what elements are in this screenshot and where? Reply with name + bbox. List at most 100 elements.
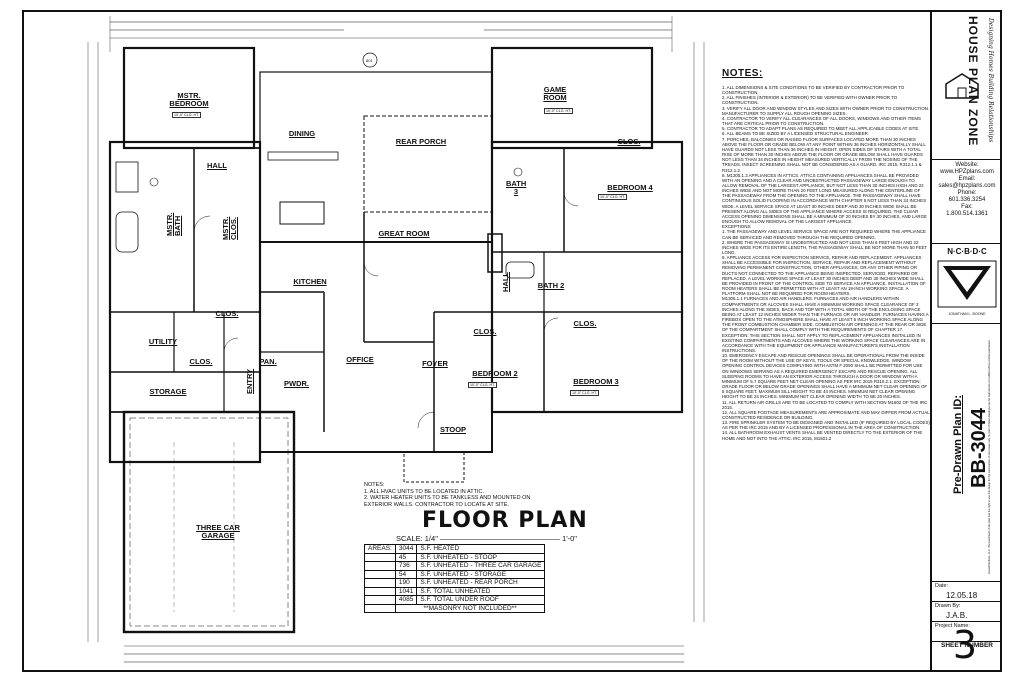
phone-label: Phone:	[957, 190, 977, 196]
sheet-border	[22, 10, 1002, 672]
room-great-room: GREAT ROOM	[378, 229, 430, 238]
area-value: 736	[394, 561, 418, 571]
room-bedroom-3: BEDROOM 3	[573, 377, 619, 386]
area-value: 4085	[394, 595, 418, 605]
floor-plan-linework: 801	[87, 16, 705, 663]
sheet-box: SHEET NUMBER	[932, 642, 1002, 670]
ceiling-tag: 10'-0" CLG. HT.	[544, 108, 573, 114]
date-label: Date:	[935, 583, 949, 589]
project-box: Project Name:	[932, 622, 1002, 642]
room-pwdr: PWDR.	[284, 379, 309, 388]
area-value: 45	[394, 552, 418, 562]
email[interactable]: sales@hpzplans.com	[938, 183, 996, 189]
contact-box: Website: www.HPZplans.com Email: sales@h…	[932, 160, 1002, 244]
ceiling-tag: 10'-0" CLG. HT.	[468, 382, 497, 388]
room-game-room: GAME ROOM	[543, 85, 567, 102]
room-storage: STORAGE	[149, 387, 187, 396]
house-logo-icon	[945, 73, 979, 99]
logo-script: Designing Homes Building Relationships	[987, 18, 994, 143]
phone: 601.336.3254	[948, 197, 986, 203]
room-bedroom-4: BEDROOM 4	[607, 183, 653, 192]
general-notes: NOTES: 1. ALL DIMENSIONS & SITE CONDITIO…	[722, 68, 930, 668]
ncbdc-title: N·C·B·D·C	[947, 247, 987, 256]
sheet-number: 3	[952, 623, 978, 667]
areas-row: **MASONRY NOT INCLUDED**	[364, 603, 546, 613]
fax-label: Fax:	[961, 204, 973, 210]
plan-id-label: Pre-Drawn Plan ID:	[952, 394, 964, 494]
room-mstr-clos: MSTR. CLOS.	[221, 216, 238, 240]
room-clos-5: CLOS.	[573, 319, 597, 328]
copyright-text: HousePlanZone, LLC. The purchaser of thi…	[988, 339, 991, 574]
svg-text:801: 801	[366, 58, 373, 63]
ncbdc-name: JONATHAN L. BOONE	[948, 312, 986, 316]
room-clos-4: CLOS.	[473, 327, 497, 336]
room-mstr-bath: MSTR. BATH	[165, 212, 182, 236]
sheet-label: SHEET NUMBER	[940, 642, 993, 649]
general-notes-title: NOTES:	[722, 68, 763, 79]
ceiling-tag: 10'-0" CLG. HT.	[598, 194, 627, 200]
area-value: 54	[394, 569, 418, 579]
room-rear-porch: REAR PORCH	[395, 137, 447, 146]
room-mstr-bedroom: MSTR. BEDROOM	[169, 91, 209, 108]
email-label: Email:	[958, 176, 976, 182]
room-entry: ENTRY	[245, 368, 254, 394]
area-label: S.F. HEATED	[416, 544, 546, 554]
floor-plan-scale: SCALE: 1/4" ———————————————— 1'-0"	[396, 534, 577, 543]
area-label: S.F. TOTAL UNDER ROOF	[416, 595, 546, 605]
room-hall: HALL	[207, 161, 227, 170]
areas-label: AREAS:	[364, 544, 396, 554]
plan-id-box: Pre-Drawn Plan ID: BB-3044 HousePlanZone…	[932, 324, 1002, 582]
ncbdc-box: N·C·B·D·C JONATHAN L. BOONE	[932, 244, 1002, 324]
room-three-car-garage: THREE CAR GARAGE	[196, 523, 240, 540]
room-hall-2: HALL	[501, 272, 510, 292]
room-dining: DINING	[288, 129, 316, 138]
room-utility: UTILITY	[148, 337, 178, 346]
room-clos-3: CLOS.	[189, 357, 213, 366]
website[interactable]: www.HPZplans.com	[940, 169, 994, 175]
plan-notes-header: NOTES:	[364, 482, 385, 488]
room-pan: PAN.	[259, 357, 277, 366]
ncbdc-seal-icon	[937, 260, 997, 308]
room-office: OFFICE	[346, 355, 374, 364]
room-kitchen: KITCHEN	[293, 277, 327, 286]
masonry-note: **MASONRY NOT INCLUDED**	[394, 603, 546, 613]
ceiling-tag: 10'-0" CLG. HT.	[570, 390, 599, 396]
logo-box: HOUSE PLAN ZONE Designing Homes Building…	[932, 12, 1002, 160]
room-foyer: FOYER	[422, 359, 448, 368]
date-value: 12.05.18	[946, 591, 978, 600]
area-value: 3044	[394, 544, 418, 554]
general-notes-body: 1. ALL DIMENSIONS & SITE CONDITIONS TO B…	[722, 85, 930, 441]
area-value: 190	[394, 578, 418, 588]
area-label: S.F. UNHEATED - STOOP	[416, 552, 546, 562]
plan-note: 2. WATER HEATER UNITS TO BE TANKLESS AND…	[364, 495, 531, 508]
area-label: S.F. TOTAL UNHEATED	[416, 586, 546, 596]
room-bedroom-2: BEDROOM 2	[472, 369, 518, 378]
drawn-box: Drawn By: J.A.B.	[932, 602, 1002, 622]
room-bath-3: BATH 3	[506, 179, 527, 196]
room-clos: CLOS.	[617, 137, 641, 146]
area-label: S.F. UNHEATED - REAR PORCH	[416, 578, 546, 588]
floor-plan-drawing: 801 MSTR. BEDROOM HALL DINING REAR PORCH…	[24, 12, 718, 670]
drawn-label: Drawn By:	[935, 603, 961, 609]
area-label: S.F. UNHEATED - THREE CAR GARAGE	[416, 561, 546, 571]
area-value: 1041	[394, 586, 418, 596]
drawn-value: J.A.B.	[946, 611, 968, 620]
room-clos-2: CLOS.	[215, 309, 239, 318]
room-bath-2: BATH 2	[537, 281, 565, 290]
area-label: S.F. UNHEATED - STORAGE	[416, 569, 546, 579]
room-stoop: STOOP	[439, 425, 467, 434]
date-box: Date: 12.05.18	[932, 582, 1002, 602]
plan-notes: NOTES: 1. ALL HVAC UNITS TO BE LOCATED I…	[364, 482, 554, 508]
fax: 1.800.514.1361	[946, 211, 988, 217]
floor-plan-title: FLOOR PLAN	[422, 508, 588, 533]
plan-note: 1. ALL HVAC UNITS TO BE LOCATED IN ATTIC…	[364, 488, 485, 495]
